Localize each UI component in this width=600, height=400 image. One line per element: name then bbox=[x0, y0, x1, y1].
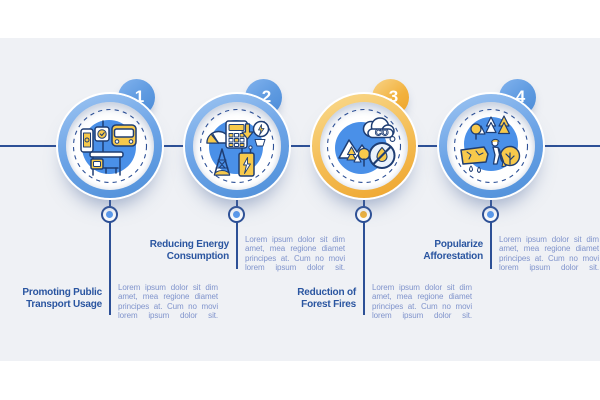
step-4-desc-line: amet, mea regione diamet bbox=[499, 244, 599, 254]
step-2-title-line1: Reducing Energy bbox=[149, 239, 229, 250]
public-transport-icon bbox=[72, 108, 148, 184]
step-1-disc bbox=[66, 102, 154, 190]
step-1-desc-line: Lorem ipsum dolor sit dim bbox=[118, 283, 218, 292]
step-3-circle: CO bbox=[312, 94, 416, 198]
step-1-dot-core bbox=[106, 211, 113, 218]
step-1-number: 1 bbox=[134, 86, 145, 106]
step-3-number: 3 bbox=[388, 86, 399, 106]
step-3-dot-core bbox=[360, 211, 367, 218]
step-3-desc-line: principes at. Cum no movi bbox=[372, 301, 472, 311]
step-4-timeline-dot bbox=[482, 206, 499, 223]
step-1-description: Lorem ipsum dolor sit dim amet, mea regi… bbox=[118, 283, 218, 321]
step-2-desc-line: Lorem ipsum dolor sit dim bbox=[245, 235, 345, 244]
step-2-number: 2 bbox=[261, 86, 272, 106]
step-3-desc-line: amet, mea regione diamet bbox=[372, 292, 472, 302]
step-4-title-line1: Popularize bbox=[434, 239, 483, 250]
step-4-desc-line: principes at. Cum no movi bbox=[499, 253, 599, 263]
step-1-connector-line bbox=[109, 197, 111, 315]
step-4-disc bbox=[447, 102, 535, 190]
energy-consumption-icon bbox=[199, 108, 275, 184]
step-3-description: Lorem ipsum dolor sit dim amet, mea regi… bbox=[372, 283, 472, 321]
step-4-title: Popularize Afforestation bbox=[423, 239, 483, 262]
step-3-disc: CO bbox=[320, 102, 408, 190]
step-1-circle bbox=[58, 94, 162, 198]
step-3-desc-line: Lorem ipsum dolor sit dim bbox=[372, 283, 472, 292]
step-2-disc bbox=[193, 102, 281, 190]
step-1-desc-line: amet, mea regione diamet bbox=[118, 292, 218, 302]
timeline-line bbox=[0, 145, 600, 147]
step-4-description: Lorem ipsum dolor sit dim amet, mea regi… bbox=[499, 235, 599, 273]
afforestation-icon bbox=[453, 108, 529, 184]
step-2-connector-line bbox=[236, 197, 238, 269]
step-3-title-line2: Forest Fires bbox=[301, 298, 356, 310]
step-4-circle bbox=[439, 94, 543, 198]
step-2-circle bbox=[185, 94, 289, 198]
step-2-desc-line: lorem ipsum dolor sit. bbox=[245, 263, 345, 273]
step-2-desc-line: amet, mea regione diamet bbox=[245, 244, 345, 254]
step-1-title: Promoting Public Transport Usage bbox=[22, 287, 102, 310]
step-1-title-line2: Transport Usage bbox=[26, 298, 102, 310]
step-2-dot-core bbox=[233, 211, 240, 218]
step-2-timeline-dot bbox=[228, 206, 245, 223]
forest-fires-icon: CO bbox=[326, 108, 402, 184]
step-4-title-line2: Afforestation bbox=[423, 250, 483, 262]
step-1-desc-line: principes at. Cum no movi bbox=[118, 301, 218, 311]
step-3-desc-line: lorem ipsum dolor sit. bbox=[372, 311, 472, 321]
step-1-title-line1: Promoting Public bbox=[22, 287, 102, 298]
step-1-desc-line: lorem ipsum dolor sit. bbox=[118, 311, 218, 321]
step-4-dot-core bbox=[487, 211, 494, 218]
step-3-connector-line bbox=[363, 197, 365, 315]
step-2-description: Lorem ipsum dolor sit dim amet, mea regi… bbox=[245, 235, 345, 273]
step-2-title-line2: Consumption bbox=[166, 250, 229, 262]
step-4-desc-line: lorem ipsum dolor sit. bbox=[499, 263, 599, 273]
step-1-timeline-dot bbox=[101, 206, 118, 223]
svg-text:CO: CO bbox=[375, 128, 389, 138]
step-3-title: Reduction of Forest Fires bbox=[297, 287, 356, 310]
step-4-number: 4 bbox=[515, 86, 526, 106]
step-4-desc-line: Lorem ipsum dolor sit dim bbox=[499, 235, 599, 244]
step-2-title: Reducing Energy Consumption bbox=[150, 239, 229, 262]
step-2-desc-line: principes at. Cum no movi bbox=[245, 253, 345, 263]
step-3-timeline-dot bbox=[355, 206, 372, 223]
step-4-connector-line bbox=[490, 197, 492, 269]
step-3-title-line1: Reduction of bbox=[297, 287, 356, 298]
